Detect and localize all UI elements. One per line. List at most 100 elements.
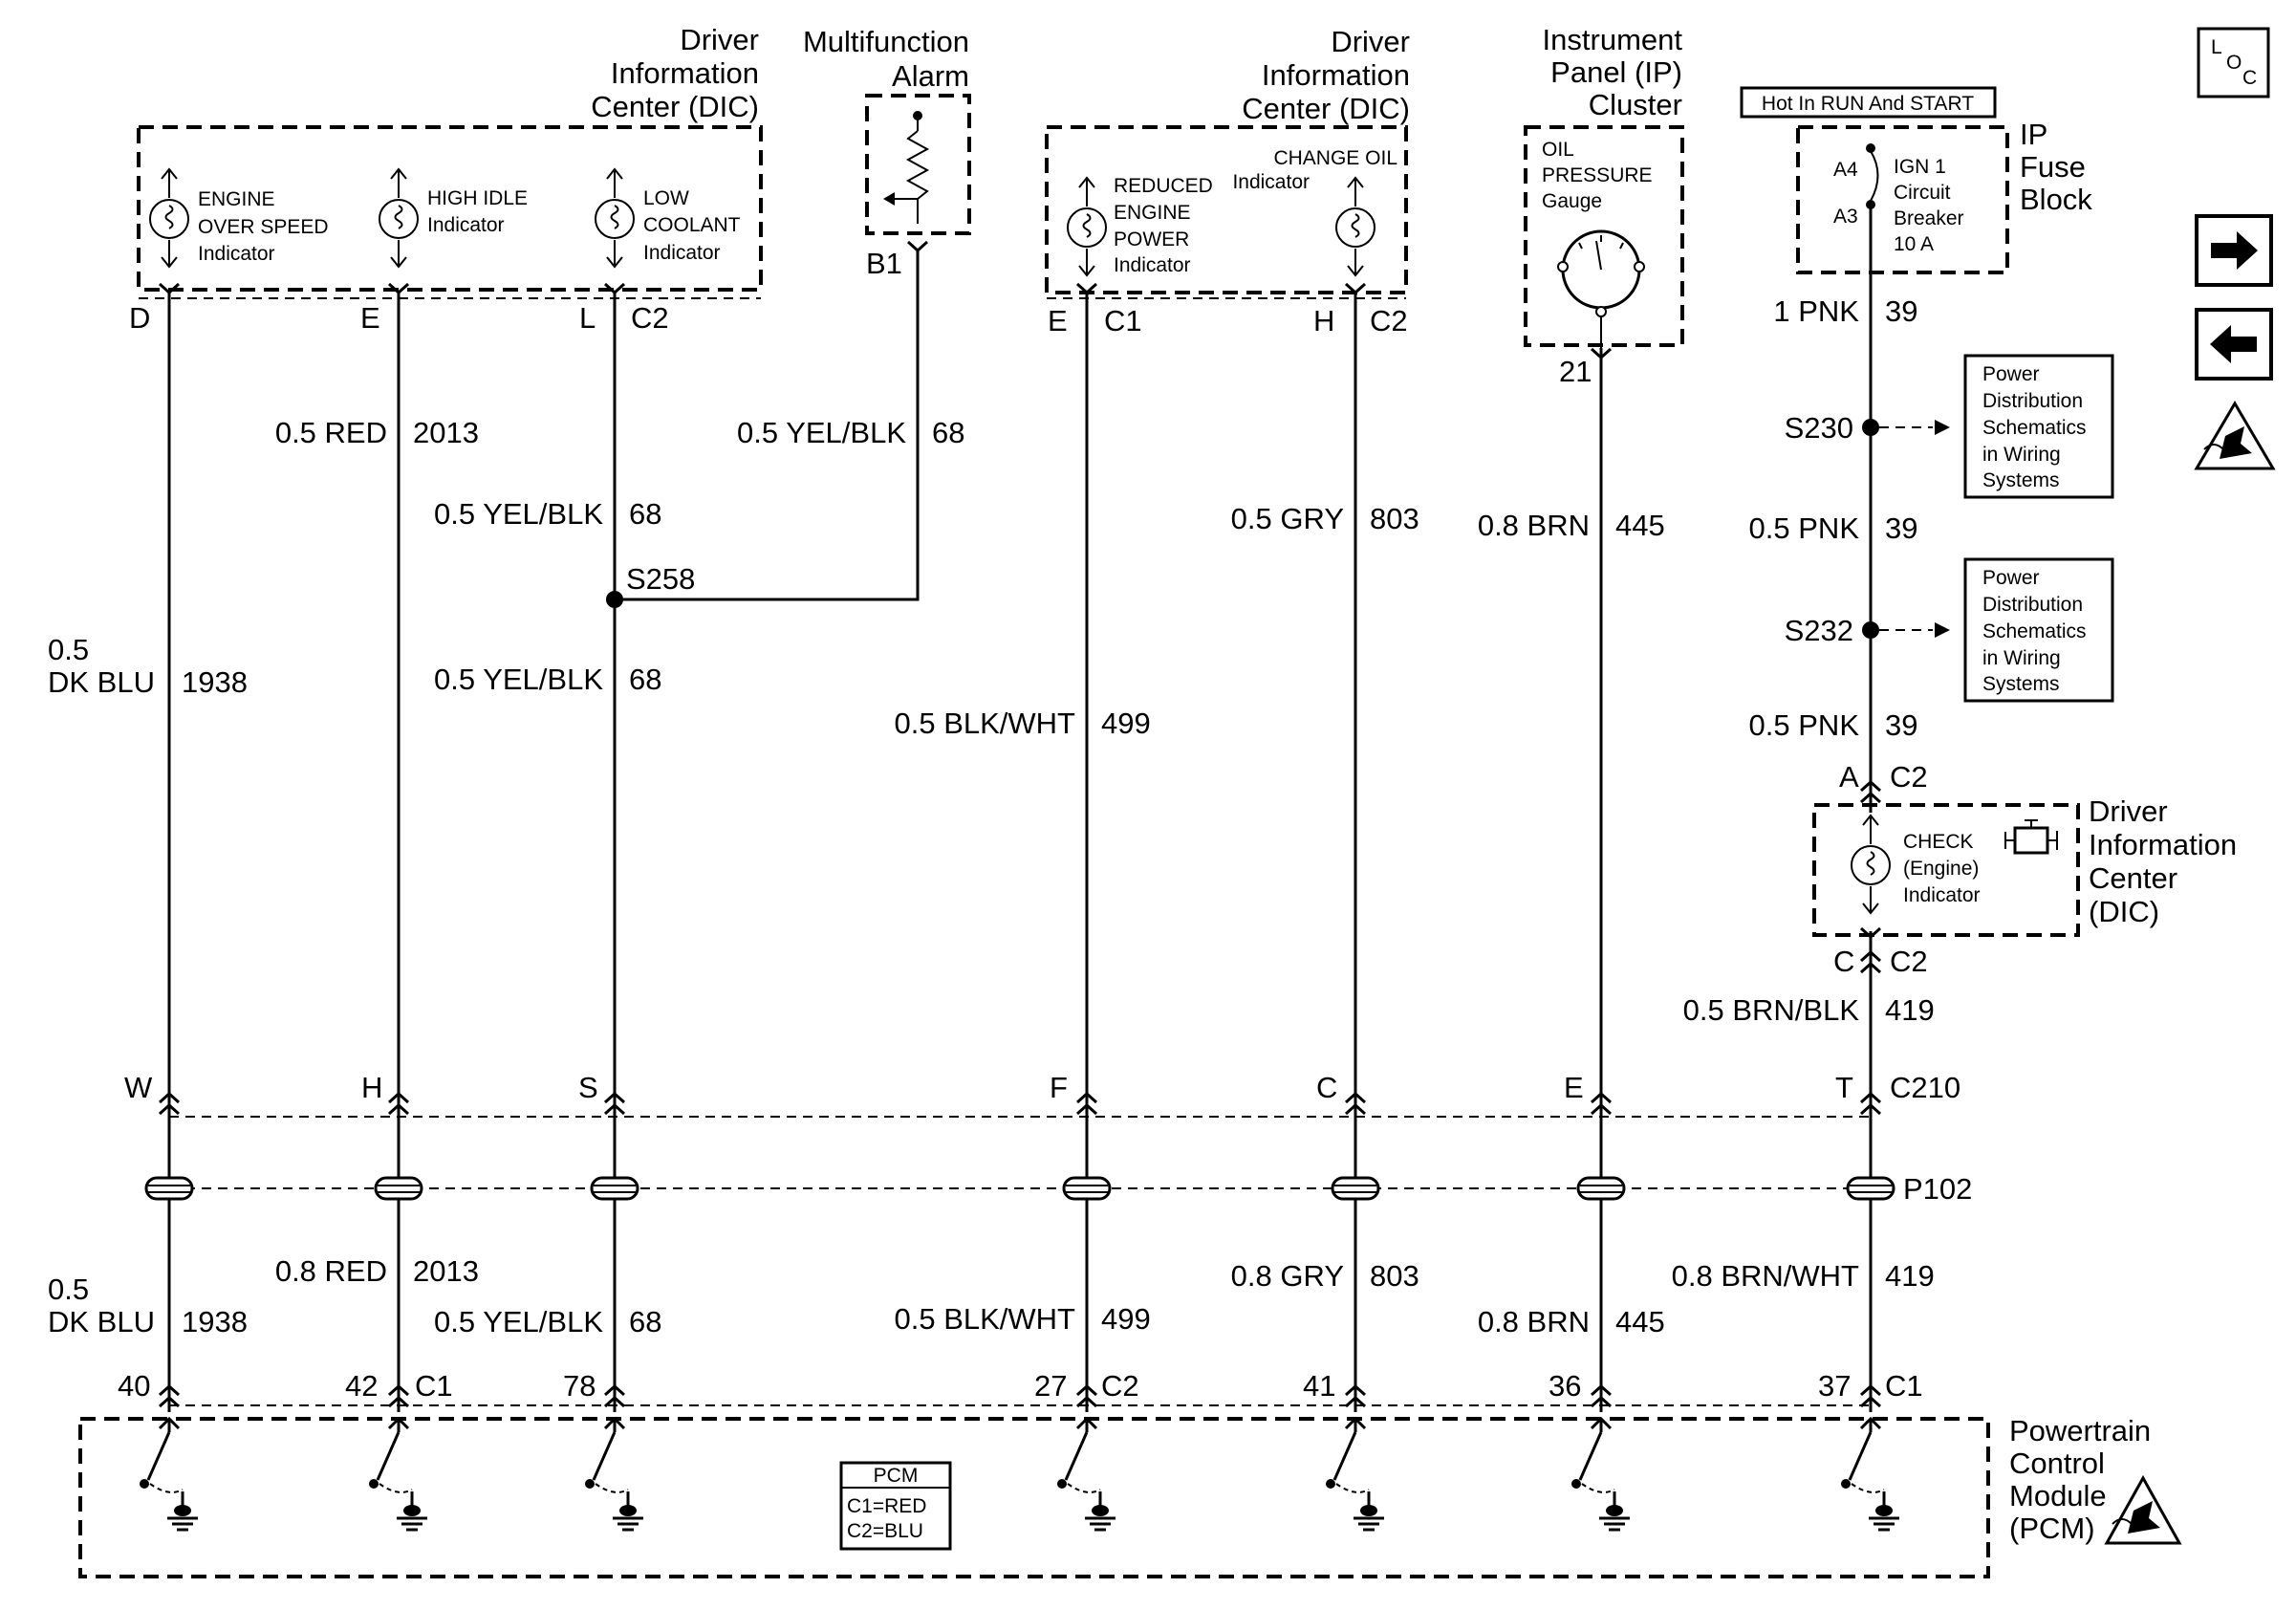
svg-text:0.8 BRN/WHT: 0.8 BRN/WHT [1672,1259,1859,1293]
svg-text:39: 39 [1885,708,1917,742]
svg-text:C2=BLU: C2=BLU [847,1520,923,1542]
alarm-title: Multifunction Alarm [803,25,969,93]
svg-text:Power: Power [1982,567,2040,589]
svg-text:Systems: Systems [1982,673,2060,695]
connector-c210: C210 [1890,1071,1960,1104]
connector-p102: P102 [1903,1172,1972,1206]
svg-text:Cluster: Cluster [1589,88,1682,121]
pin-a-right: A [1839,760,1859,794]
svg-text:OVER SPEED: OVER SPEED [198,216,329,238]
svg-text:Distribution: Distribution [1982,594,2083,616]
svg-text:in Wiring: in Wiring [1982,444,2061,466]
change-oil-indicator: CHANGE OIL Indicator [1232,147,1397,193]
fuse-block-title: IP Fuse Block [2020,118,2092,216]
svg-text:Block: Block [2020,183,2092,216]
svg-text:41: 41 [1303,1369,1335,1403]
svg-text:42: 42 [345,1369,378,1403]
svg-text:Systems: Systems [1982,469,2060,491]
connector-c1-mid: C1 [1104,304,1142,337]
svg-text:0.8 BRN: 0.8 BRN [1478,1305,1590,1338]
svg-text:Indicator: Indicator [643,242,721,264]
svg-text:Information: Information [2089,828,2237,861]
svg-text:C1=RED: C1=RED [847,1495,926,1517]
pin-e-mid: E [1048,304,1068,337]
alarm-box [865,94,971,235]
loc-button[interactable]: L O C [2197,27,2270,98]
svg-text:39: 39 [1885,294,1917,328]
svg-text:E: E [1564,1071,1584,1104]
svg-text:0.5 PNK: 0.5 PNK [1749,511,1860,545]
svg-text:Schematics: Schematics [1982,620,2087,642]
svg-text:Fuse: Fuse [2020,150,2086,184]
svg-text:37: 37 [1818,1369,1851,1403]
svg-text:ENGINE: ENGINE [198,188,275,210]
svg-text:0.5 YEL/BLK: 0.5 YEL/BLK [434,1305,603,1338]
svg-text:PCM: PCM [874,1465,919,1487]
oil-pressure-gauge-icon [1557,229,1645,356]
svg-text:Multifunction: Multifunction [803,25,969,58]
splice-s232-reference: Power Distribution Schematics in Wiring … [1879,557,2114,703]
svg-text:Alarm: Alarm [892,59,969,93]
pin-e-left: E [360,301,380,335]
svg-text:Indicator: Indicator [427,214,505,236]
svg-text:2013: 2013 [413,1254,479,1288]
dic-mid-title: Driver Information Center (DIC) [1242,25,1410,125]
svg-text:(DIC): (DIC) [2089,895,2159,928]
svg-text:803: 803 [1370,1259,1419,1293]
svg-text:0.8 GRY: 0.8 GRY [1231,1259,1344,1293]
svg-text:0.8 RED: 0.8 RED [275,1254,387,1288]
svg-text:68: 68 [629,663,661,696]
svg-text:DK BLU: DK BLU [48,665,155,699]
engine-over-speed-indicator: ENGINE OVER SPEED Indicator [198,188,329,265]
svg-text:C: C [2242,67,2257,89]
splice-s230: S230 [1785,411,1853,445]
svg-text:445: 445 [1615,1305,1665,1338]
svg-text:Driver: Driver [1331,25,1410,58]
svg-text:in Wiring: in Wiring [1982,647,2061,669]
svg-text:419: 419 [1885,1259,1935,1293]
svg-text:Circuit: Circuit [1894,182,1951,204]
svg-text:IP: IP [2020,118,2047,151]
svg-text:68: 68 [629,497,661,531]
svg-text:IGN 1: IGN 1 [1894,156,1946,178]
svg-text:Indicator: Indicator [1114,254,1191,276]
splice-s258: S258 [626,562,695,596]
svg-text:L: L [2211,36,2222,58]
engine-icon [2004,819,2058,855]
svg-text:(Engine): (Engine) [1903,858,1979,880]
circuit-breaker-label: IGN 1 Circuit Breaker 10 A [1894,156,1964,255]
svg-text:0.5: 0.5 [48,633,89,666]
svg-text:0.5 BLK/WHT: 0.5 BLK/WHT [895,1302,1076,1336]
svg-text:ENGINE: ENGINE [1114,202,1191,224]
pin-h-mid: H [1313,304,1334,337]
connector-c2-right-b: C2 [1890,945,1928,978]
low-coolant-indicator: LOW COOLANT Indicator [643,187,741,264]
oil-pressure-gauge-label: OIL PRESSURE Gauge [1542,139,1653,212]
splice-s230-reference: Power Distribution Schematics in Wiring … [1879,354,2114,499]
svg-text:C1: C1 [1885,1369,1923,1403]
svg-text:Indicator: Indicator [1232,171,1310,193]
svg-text:0.5 PNK: 0.5 PNK [1749,708,1860,742]
svg-text:40: 40 [118,1369,150,1403]
svg-text:PRESSURE: PRESSURE [1542,164,1653,186]
svg-text:68: 68 [629,1305,661,1338]
circuit-breaker-symbol [1866,143,1879,209]
svg-text:C1: C1 [415,1369,453,1403]
pcm-legend: PCM C1=RED C2=BLU [839,1461,952,1551]
pcm-title: Powertrain Control Module (PCM) [2009,1414,2151,1545]
svg-text:Power: Power [1982,363,2040,385]
svg-text:Center (DIC): Center (DIC) [1242,92,1410,125]
dic-right-title: Driver Information Center (DIC) [2089,794,2237,928]
pin-c-right: C [1833,945,1854,978]
svg-text:Indicator: Indicator [1903,884,1981,906]
svg-text:O: O [2226,52,2242,74]
svg-text:Center: Center [2089,861,2177,895]
prev-arrow-icon[interactable] [2195,308,2273,381]
svg-text:Breaker: Breaker [1894,207,1964,229]
next-arrow-icon[interactable] [2195,214,2273,287]
svg-text:1938: 1938 [182,665,248,699]
connector-c2-left: C2 [631,301,669,335]
wire-68 [606,250,920,1412]
svg-text:OIL: OIL [1542,139,1574,161]
